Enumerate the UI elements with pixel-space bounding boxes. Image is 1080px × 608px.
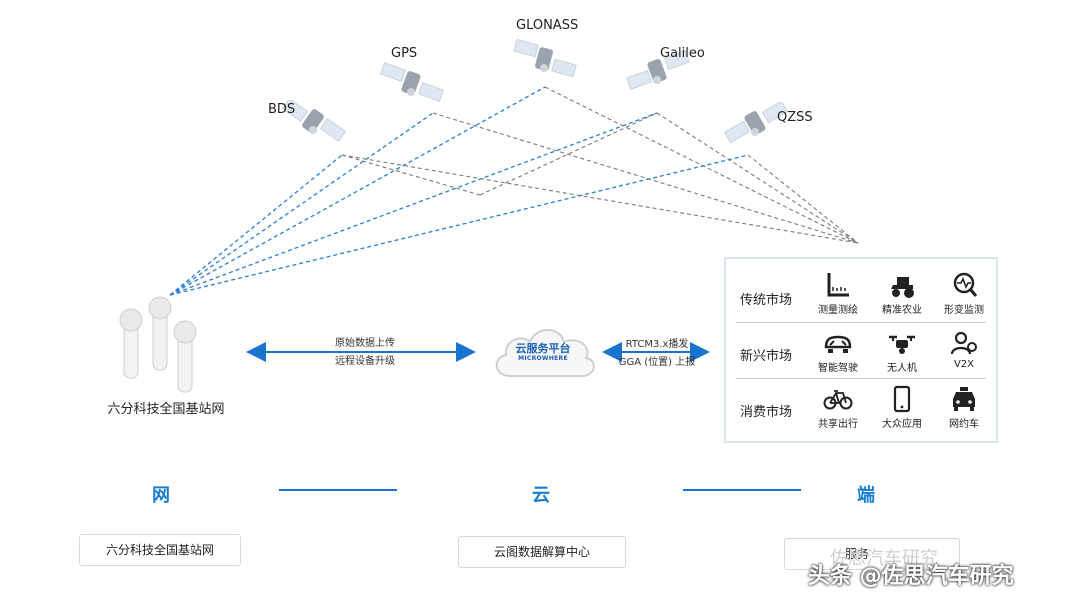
market-item-label: 网约车 <box>949 419 979 430</box>
bicycle-icon <box>823 390 853 410</box>
monitor-icon <box>953 272 978 297</box>
cloud-title: 云服务平台 <box>515 342 571 355</box>
satellite-label: QZSS <box>777 110 813 125</box>
blue-dash-lines <box>169 86 749 296</box>
market-title: 消费市场 <box>740 405 793 420</box>
cloud-heading: 云 <box>532 485 550 506</box>
drone-icon <box>889 335 915 354</box>
market-item: 测量测绘 <box>806 271 870 316</box>
net-box: 六分科技全国基站网 <box>79 534 241 566</box>
market-item-label: 共享出行 <box>818 419 858 430</box>
gray-dash-lines <box>341 86 859 244</box>
satellite-icon <box>380 62 444 103</box>
satellite-label: BDS <box>268 102 296 117</box>
cloud-icon <box>495 329 595 377</box>
faint-watermark: 佐思汽车研究 <box>830 548 938 569</box>
end-heading: 端 <box>857 485 875 506</box>
market-panel: 传统市场 测量测绘 精准农业 形变监测 <box>724 257 998 443</box>
market-item: 大众应用 <box>870 385 934 430</box>
market-item-label: 智能驾驶 <box>818 363 858 374</box>
link-right-line1: RTCM3.x播发 <box>625 339 689 350</box>
divider-line <box>279 489 397 491</box>
market-item: 智能驾驶 <box>806 329 870 374</box>
market-item: 网约车 <box>932 385 996 430</box>
market-item-label: 形变监测 <box>944 305 984 316</box>
satellite-icon <box>513 38 577 78</box>
satellite-icon <box>724 102 788 144</box>
base-station-antenna-icon <box>119 296 197 393</box>
satellite-label: Galileo <box>660 46 705 61</box>
cloud-subtitle: MICROWHERE <box>518 355 568 362</box>
satellite-icon <box>282 100 346 142</box>
link-left-line2: 远程设备升级 <box>335 356 395 367</box>
market-item-label: 精准农业 <box>882 305 922 316</box>
ruler-icon <box>827 273 849 297</box>
market-item: 形变监测 <box>932 271 996 316</box>
market-item: 精准农业 <box>870 271 934 316</box>
watermark: 头条 @佐思汽车研究 <box>808 564 1014 589</box>
net-heading: 网 <box>152 485 170 506</box>
link-left-line1: 原始数据上传 <box>335 338 395 349</box>
market-item: V2X <box>932 329 996 370</box>
tractor-icon <box>891 277 914 298</box>
station-label: 六分科技全国基站网 <box>107 402 225 417</box>
car-icon <box>824 335 852 353</box>
market-item-label: V2X <box>953 359 975 370</box>
end-box: 服务 <box>784 538 960 570</box>
market-title: 传统市场 <box>740 293 793 308</box>
link-right-line2: GGA (位置) 上报 <box>618 357 696 368</box>
market-item-label: 无人机 <box>887 363 917 374</box>
market-item-label: 大众应用 <box>882 419 922 430</box>
satellite-icon <box>626 50 690 91</box>
divider <box>736 322 986 323</box>
satellite-label: GPS <box>391 46 418 61</box>
market-title: 新兴市场 <box>740 349 793 364</box>
market-item: 无人机 <box>870 329 934 374</box>
market-item-label: 测量测绘 <box>818 305 858 316</box>
taxi-icon <box>953 387 975 411</box>
phone-icon <box>893 385 911 413</box>
v2x-icon <box>950 331 977 355</box>
satellite-label: GLONASS <box>516 18 579 33</box>
market-item: 共享出行 <box>806 385 870 430</box>
divider-line <box>683 489 801 491</box>
cloud-box: 云阁数据解算中心 <box>458 536 626 568</box>
divider <box>736 378 986 379</box>
